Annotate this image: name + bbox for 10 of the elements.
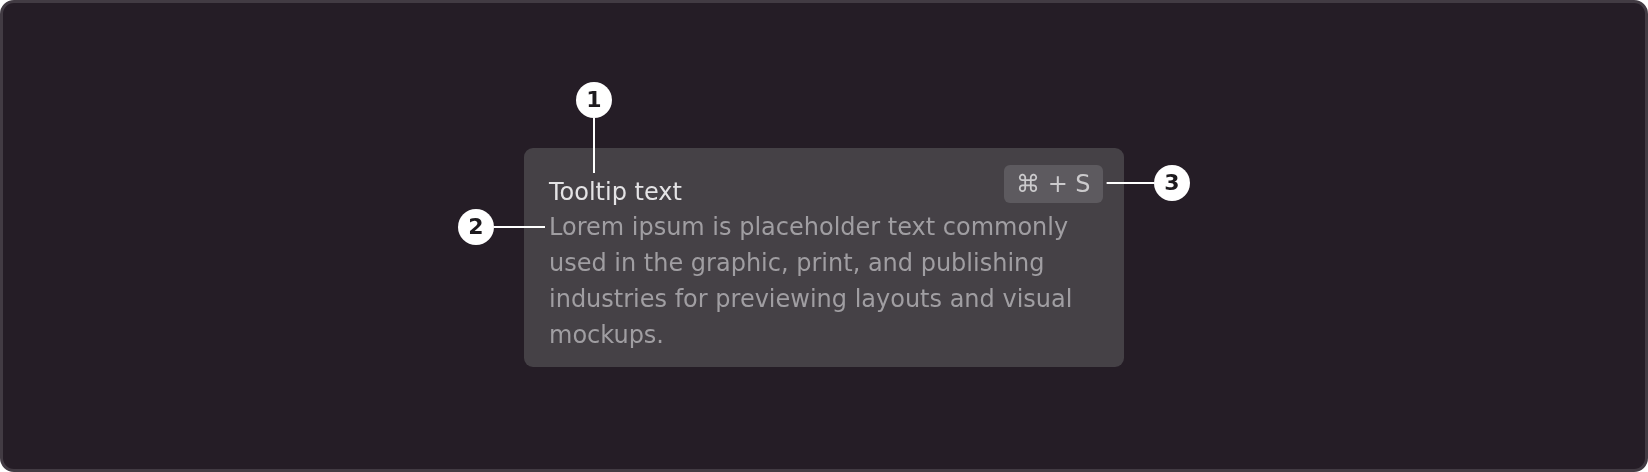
leader-line: [1105, 182, 1155, 184]
callout-number: 2: [458, 209, 494, 245]
leader-line: [593, 117, 595, 174]
callout-number: 1: [576, 82, 612, 118]
tooltip-title: Tooltip text: [549, 177, 682, 207]
tooltip-body-text: Lorem ipsum is placeholder text commonly used in the graphic, print, and publishing industries for previewing layouts and visual mockups.: [549, 209, 1101, 353]
tooltip-container: [524, 148, 1124, 367]
keyboard-shortcut: ⌘ + S: [1004, 165, 1103, 203]
callout-number: 3: [1154, 165, 1190, 201]
leader-line: [493, 226, 546, 228]
